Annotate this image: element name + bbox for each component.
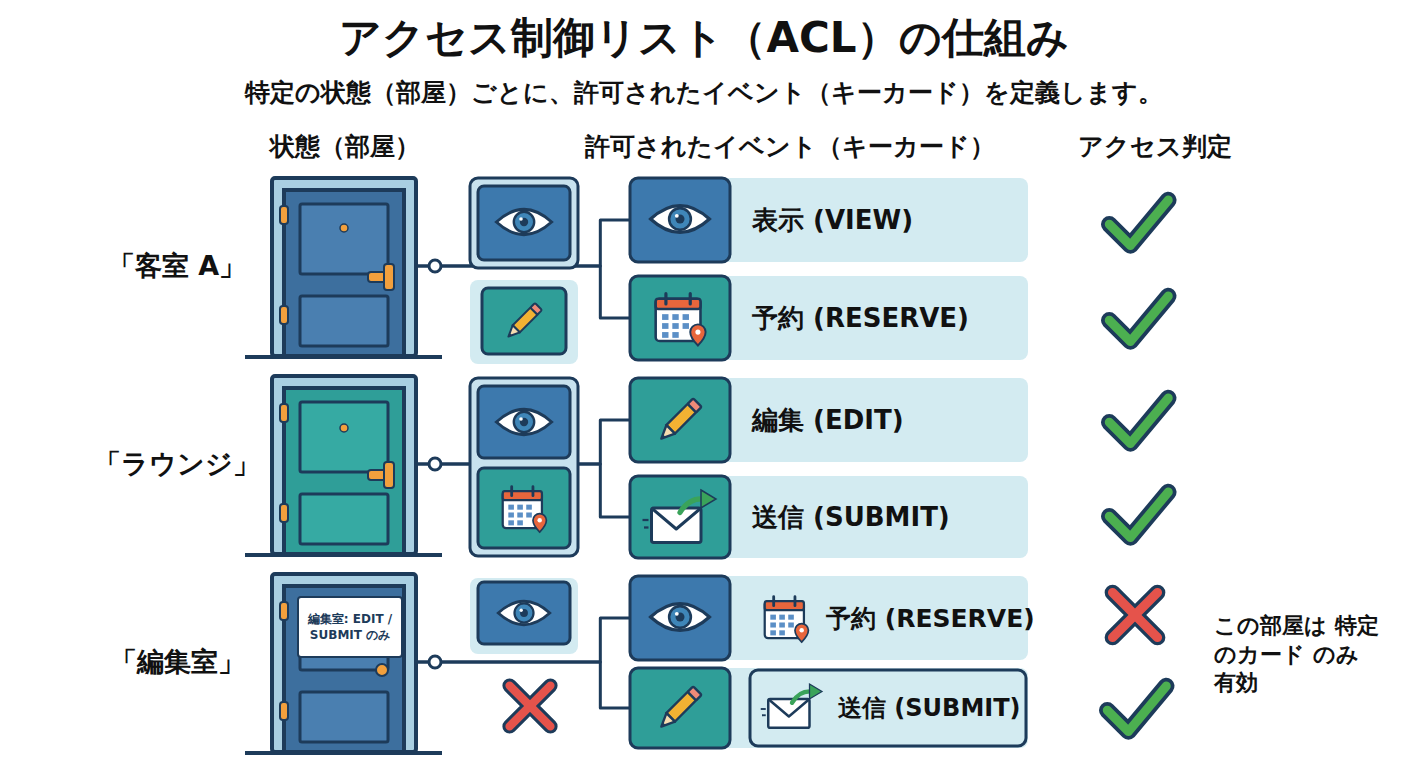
column-header: アクセス判定 bbox=[1020, 130, 1290, 163]
event-icon-box bbox=[630, 668, 730, 748]
door-illustration bbox=[272, 574, 416, 752]
room-label: 「客室 A」 bbox=[92, 248, 262, 284]
keycard-group bbox=[470, 178, 578, 268]
subtitle: 特定の状態（部屋）ごとに、許可されたイベント（キーカード）を定義します。 bbox=[0, 76, 1408, 109]
junction-dot bbox=[429, 458, 441, 470]
keycard-icon-box bbox=[478, 468, 570, 548]
door-sign bbox=[298, 597, 402, 657]
allow-check bbox=[1109, 398, 1168, 443]
deny-cross bbox=[1113, 593, 1158, 638]
floor-line bbox=[245, 553, 442, 557]
allow-check bbox=[1109, 492, 1168, 537]
door-room: 「編集室」編集室: EDIT / SUBMIT のみ bbox=[270, 572, 418, 752]
deny-cross bbox=[510, 686, 551, 727]
event-icon-box bbox=[630, 476, 730, 558]
allow-check bbox=[1107, 686, 1166, 731]
event-band: 送信 (SUBMIT) bbox=[630, 476, 1028, 558]
door-peephole bbox=[340, 424, 348, 432]
event-band: 送信 (SUBMIT) bbox=[630, 668, 1028, 748]
event-band bbox=[630, 378, 1028, 462]
keycard-icon-box bbox=[478, 186, 570, 260]
eye-icon bbox=[496, 409, 551, 434]
side-note: この部屋は 特定のカード のみ有効 bbox=[1214, 612, 1379, 698]
eye-icon bbox=[651, 604, 710, 631]
keycard-group bbox=[470, 578, 578, 654]
event-band bbox=[630, 668, 1028, 748]
room-label: 「編集室」 bbox=[92, 644, 262, 680]
door-sign-text: 編集室: EDIT / SUBMIT のみ bbox=[300, 599, 400, 655]
event-label: 予約 (RESERVE) bbox=[752, 276, 969, 360]
eye-icon bbox=[496, 209, 551, 234]
floor-line bbox=[245, 355, 442, 359]
keycard-icon-box bbox=[478, 386, 570, 458]
event-label: 編集 (EDIT) bbox=[752, 378, 904, 462]
envelope-icon bbox=[643, 490, 717, 543]
keycard-group bbox=[470, 378, 578, 556]
keycard-group bbox=[470, 280, 578, 364]
door-knob bbox=[376, 664, 388, 676]
floor-line bbox=[245, 751, 442, 755]
event-band: 表示 (VIEW) bbox=[630, 178, 1028, 262]
calendar-icon bbox=[656, 294, 706, 346]
keycard-icon-box bbox=[478, 582, 570, 644]
junction-dot bbox=[429, 656, 441, 668]
junction-dot bbox=[429, 260, 441, 272]
room-label: 「ラウンジ」 bbox=[92, 446, 262, 482]
event-band: 編集 (EDIT) bbox=[630, 378, 1028, 462]
event-band: 予約 (RESERVE) bbox=[630, 576, 1028, 660]
event-band bbox=[630, 476, 1028, 558]
door-handle bbox=[384, 264, 394, 290]
door-illustration bbox=[272, 376, 416, 554]
door-room: 「客室 A」 bbox=[270, 176, 418, 356]
allow-check bbox=[1109, 296, 1168, 341]
door-handle bbox=[384, 462, 394, 488]
calendar-icon bbox=[503, 487, 547, 532]
calendar-icon bbox=[765, 597, 809, 642]
event-label: 送信 (SUBMIT) bbox=[838, 668, 1021, 748]
event-label: 表示 (VIEW) bbox=[752, 178, 913, 262]
pencil-icon bbox=[657, 686, 702, 731]
event-icon-box bbox=[630, 276, 730, 360]
event-label: 送信 (SUBMIT) bbox=[752, 476, 950, 558]
allow-check bbox=[1109, 200, 1168, 245]
eye-icon bbox=[651, 206, 710, 233]
door-illustration bbox=[272, 178, 416, 356]
diagram-title: アクセス制御リスト（ACL）の仕組み bbox=[0, 10, 1408, 66]
eye-icon bbox=[498, 601, 550, 625]
event-icon-box bbox=[630, 576, 730, 660]
event-icon-box bbox=[630, 378, 730, 462]
event-icon-box bbox=[630, 178, 730, 262]
door-room: 「ラウンジ」 bbox=[270, 374, 418, 554]
event-band bbox=[630, 276, 1028, 360]
event-band: 予約 (RESERVE) bbox=[630, 276, 1028, 360]
column-header: 許可されたイベント（キーカード） bbox=[540, 130, 1040, 163]
door-peephole bbox=[340, 224, 348, 232]
event-label: 予約 (RESERVE) bbox=[826, 576, 1035, 660]
pencil-icon bbox=[657, 398, 702, 443]
column-header: 状態（部屋） bbox=[195, 130, 495, 163]
keycard-icon-box bbox=[482, 288, 566, 354]
event-band bbox=[630, 178, 1028, 262]
envelope-icon bbox=[761, 684, 822, 728]
pencil-icon bbox=[505, 303, 542, 340]
